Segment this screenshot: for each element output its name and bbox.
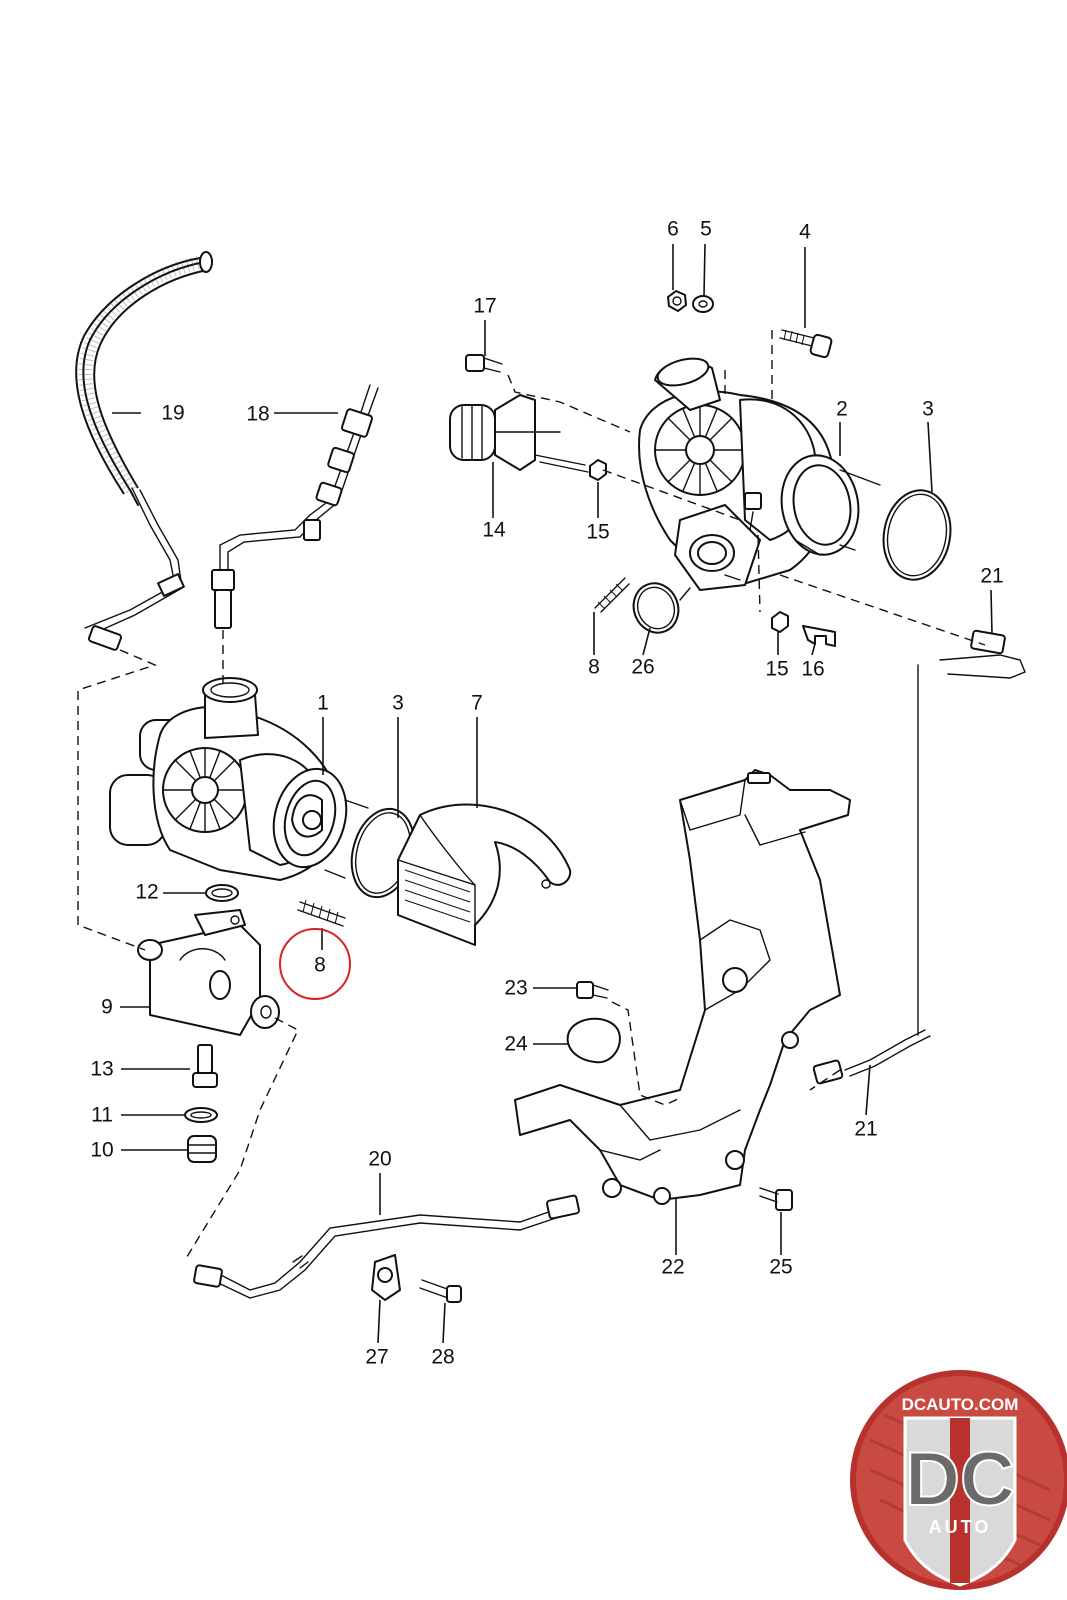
callout-16: 16 bbox=[801, 658, 824, 681]
nut-6[interactable] bbox=[667, 290, 687, 312]
sensor-27[interactable] bbox=[371, 1254, 401, 1301]
callout-27: 27 bbox=[365, 1346, 388, 1369]
grommet-24[interactable] bbox=[566, 1017, 621, 1064]
callout-7: 7 bbox=[471, 692, 483, 715]
callout-15-lower: 15 bbox=[765, 658, 788, 681]
washer-12[interactable] bbox=[205, 884, 239, 902]
callout-18: 18 bbox=[246, 403, 269, 426]
callout-3-lower: 3 bbox=[392, 692, 404, 715]
callout-8-lower: 8 bbox=[314, 954, 326, 977]
dcauto-logo[interactable]: DCAUTO.COM DC AUTO bbox=[850, 1370, 1067, 1590]
logo-mark: DC bbox=[905, 1437, 1015, 1522]
leader-lines bbox=[112, 243, 993, 1344]
callout-4: 4 bbox=[799, 221, 811, 244]
bolt-4[interactable] bbox=[779, 329, 833, 359]
callout-6: 6 bbox=[667, 218, 679, 241]
callout-13: 13 bbox=[90, 1058, 113, 1081]
callout-15-upper: 15 bbox=[586, 521, 609, 544]
washer-11[interactable] bbox=[184, 1107, 218, 1123]
callout-9: 9 bbox=[101, 996, 113, 1019]
callout-24: 24 bbox=[504, 1033, 528, 1056]
bracket-22[interactable] bbox=[514, 769, 851, 1205]
oil-feed-pipe-18[interactable] bbox=[211, 384, 379, 629]
turbocharger-upper-assembly[interactable] bbox=[449, 354, 881, 601]
nut-15[interactable] bbox=[589, 459, 789, 633]
callout-11: 11 bbox=[91, 1104, 113, 1127]
washer-5[interactable] bbox=[692, 295, 714, 313]
callout-8-upper: 8 bbox=[588, 656, 600, 679]
logo-sub: AUTO bbox=[929, 1517, 992, 1537]
bolt-17[interactable] bbox=[465, 354, 503, 373]
callout-2: 2 bbox=[836, 398, 848, 421]
callout-28: 28 bbox=[431, 1346, 454, 1369]
highlight-ring-part-8[interactable] bbox=[279, 928, 351, 1000]
oil-housing-9[interactable] bbox=[137, 909, 280, 1036]
clip-16[interactable] bbox=[802, 625, 836, 647]
callout-26: 26 bbox=[631, 656, 654, 679]
callout-10: 10 bbox=[90, 1139, 113, 1162]
callout-19: 19 bbox=[161, 402, 184, 425]
turbocharger-1[interactable] bbox=[109, 677, 369, 881]
bolt-25[interactable] bbox=[759, 1187, 793, 1211]
oil-pipe-20[interactable] bbox=[193, 1194, 580, 1299]
oil-hose-19[interactable] bbox=[75, 251, 213, 651]
callout-25: 25 bbox=[769, 1256, 792, 1279]
callout-12: 12 bbox=[135, 881, 158, 904]
callout-21-upper: 21 bbox=[980, 565, 1003, 588]
heat-shield-7[interactable] bbox=[397, 803, 572, 946]
bolt-28[interactable] bbox=[419, 1279, 462, 1303]
callout-5: 5 bbox=[700, 218, 712, 241]
callout-14: 14 bbox=[482, 519, 506, 542]
logo-brand-text: DCAUTO.COM bbox=[902, 1395, 1019, 1414]
callout-22: 22 bbox=[661, 1256, 684, 1279]
callout-20: 20 bbox=[368, 1148, 391, 1171]
callout-17: 17 bbox=[473, 295, 496, 318]
stud-8-upper[interactable] bbox=[594, 577, 630, 613]
gasket-26[interactable] bbox=[627, 577, 685, 639]
bolt-23[interactable] bbox=[576, 981, 609, 999]
stud-8-highlighted[interactable] bbox=[297, 899, 346, 927]
callout-1: 1 bbox=[317, 692, 329, 715]
oil-return-pipe-21[interactable] bbox=[812, 629, 1026, 1085]
callout-numbers: 1 2 3 3 4 5 6 7 8 8 9 10 11 12 13 14 15 … bbox=[90, 218, 1003, 1369]
callout-21-lower: 21 bbox=[854, 1118, 877, 1141]
callout-23: 23 bbox=[504, 977, 527, 1000]
connection-lines bbox=[77, 330, 986, 1261]
bolt-13[interactable] bbox=[192, 1044, 218, 1088]
o-ring-3-upper[interactable] bbox=[877, 485, 958, 585]
callout-3-upper: 3 bbox=[922, 398, 934, 421]
plug-10[interactable] bbox=[187, 1135, 217, 1163]
